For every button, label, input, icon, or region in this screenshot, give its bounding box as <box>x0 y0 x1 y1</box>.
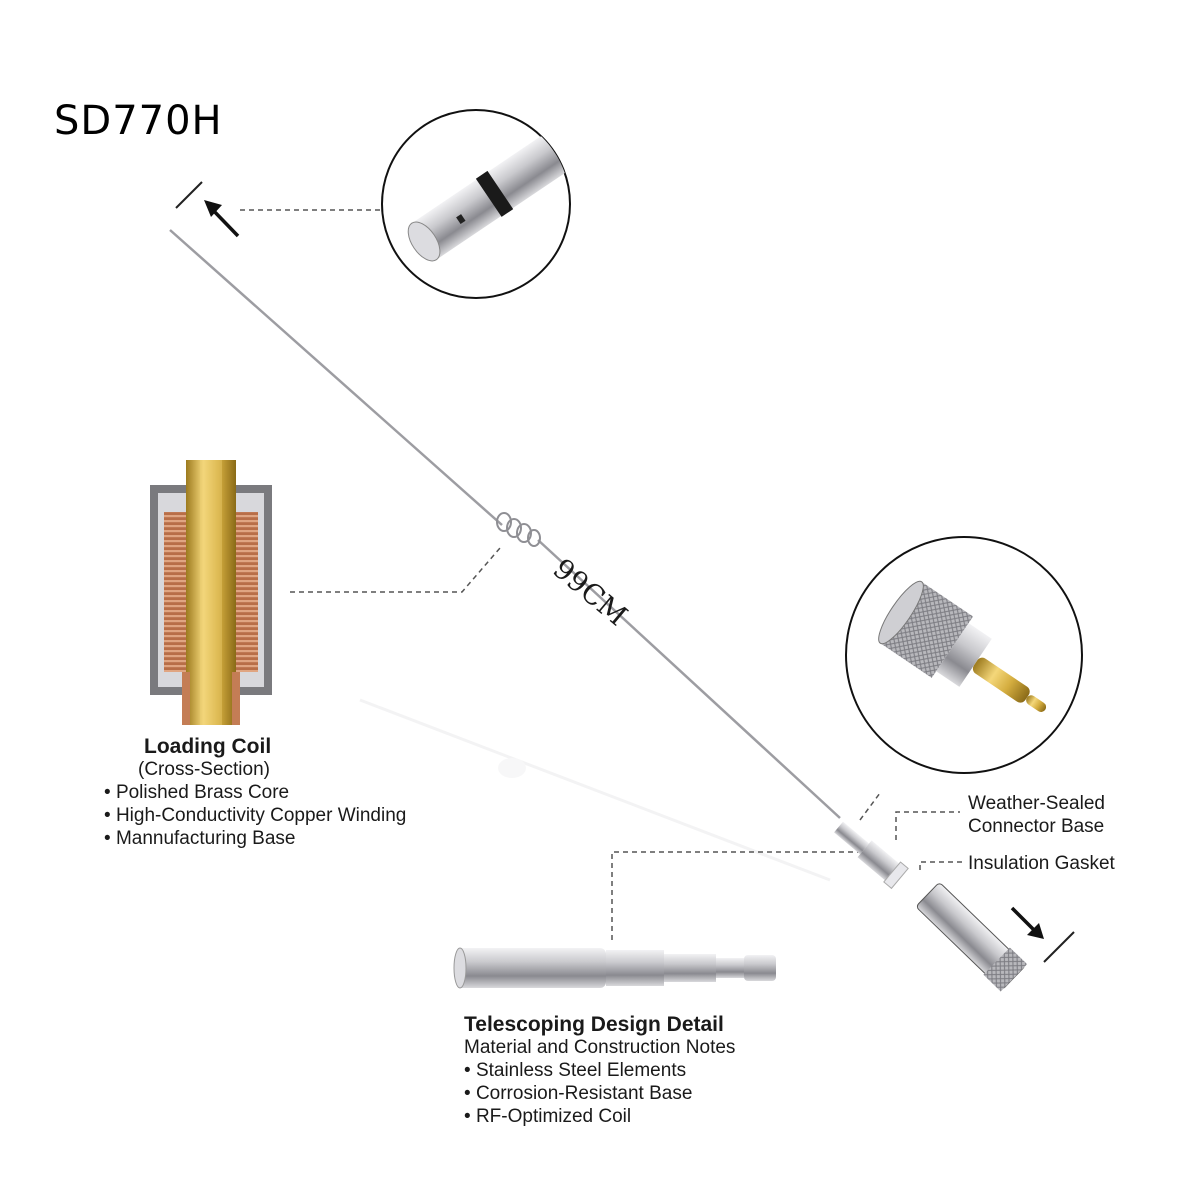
telescoping-subtitle: Material and Construction Notes <box>464 1037 736 1058</box>
list-item: Corrosion-Resistant Base <box>464 1082 735 1105</box>
bottom-dimension-marker <box>1010 906 1075 963</box>
tip-detail-circle <box>381 109 571 299</box>
loading-coil-title: Loading Coil <box>144 735 272 758</box>
telescoping-rod <box>453 947 776 989</box>
list-item: RF-Optimized Coil <box>464 1105 735 1128</box>
whip-loading-coil <box>496 512 541 547</box>
loading-coil-bullets: Polished Brass Core High-Conductivity Co… <box>104 781 406 850</box>
weather-sealed-line-2: Connector Base <box>968 816 1105 837</box>
loading-coil-label: Loading Coil (Cross-Section) Polished Br… <box>104 735 406 850</box>
base-connector <box>834 821 1028 992</box>
model-title: SD770H <box>54 98 223 144</box>
telescoping-title: Telescoping Design Detail <box>464 1013 724 1036</box>
weather-sealed-line-1: Weather-Sealed <box>968 793 1105 814</box>
list-item: Polished Brass Core <box>104 781 406 804</box>
top-dimension-marker <box>175 181 240 238</box>
callout-lines <box>240 209 962 940</box>
loading-coil-subtitle: (Cross-Section) <box>138 759 270 780</box>
list-item: Mannufacturing Base <box>104 827 406 850</box>
list-item: High-Conductivity Copper Winding <box>104 804 406 827</box>
list-item: Stainless Steel Elements <box>464 1059 735 1082</box>
antenna-whip <box>169 229 841 819</box>
insulation-gasket-label: Insulation Gasket <box>968 853 1115 874</box>
whip-reflection <box>359 698 831 882</box>
telescoping-label: Telescoping Design Detail Material and C… <box>464 1013 735 1128</box>
connector-detail-circle <box>845 536 1083 774</box>
telescoping-bullets: Stainless Steel Elements Corrosion-Resis… <box>464 1059 735 1128</box>
weather-sealed-label: Weather-Sealed Connector Base <box>968 792 1105 838</box>
loading-coil-cross-section <box>150 460 272 725</box>
